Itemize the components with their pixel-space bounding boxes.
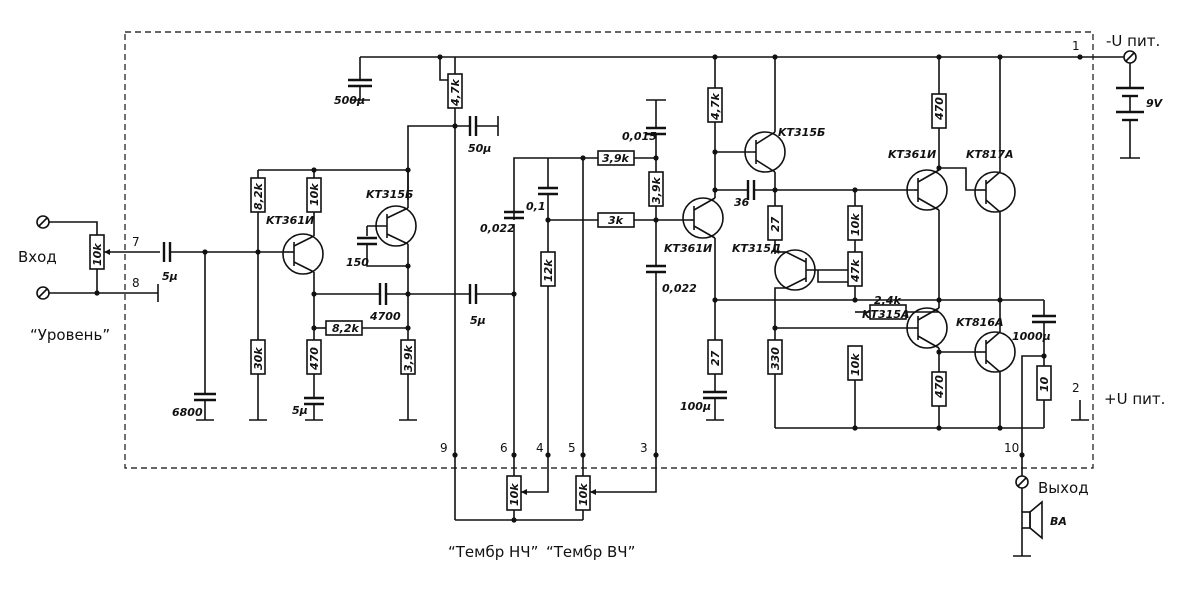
r22: 10 bbox=[1038, 376, 1051, 392]
q2-label: KT315Б bbox=[366, 188, 413, 201]
r5: 8,2k bbox=[332, 322, 359, 335]
bass-label: “Тембр НЧ” bbox=[448, 543, 538, 561]
transistor-q7 bbox=[974, 171, 1016, 213]
r8: 3,9k bbox=[602, 152, 629, 165]
r2: 10k bbox=[308, 183, 321, 206]
supply-plus-label: +U пит. bbox=[1104, 390, 1165, 408]
r11: 12k bbox=[542, 259, 555, 282]
r13: 27 bbox=[769, 216, 782, 232]
c8: 5μ bbox=[470, 314, 486, 327]
q7-label: KT817A bbox=[966, 148, 1014, 161]
preamp-stage bbox=[249, 123, 470, 421]
c4: 4700 bbox=[369, 310, 401, 323]
transistor-q1 bbox=[282, 233, 324, 275]
r19: 470 bbox=[933, 97, 946, 121]
c3: 150 bbox=[346, 256, 369, 269]
r14: 27 bbox=[709, 350, 722, 366]
q9-label: KT816A bbox=[956, 316, 1004, 329]
speaker-icon bbox=[1021, 511, 1031, 529]
r18: 330 bbox=[769, 347, 782, 370]
q8-label: KT315A bbox=[862, 308, 910, 321]
c11: 0,1 bbox=[526, 200, 546, 213]
r9: 3k bbox=[608, 214, 624, 227]
level-label: “Уровень” bbox=[30, 326, 110, 344]
r-level: 10k bbox=[91, 243, 104, 266]
c5: 5μ bbox=[292, 404, 308, 417]
r6: 3,9k bbox=[402, 345, 415, 372]
r17: 10k bbox=[849, 353, 862, 376]
c1: 5μ bbox=[162, 270, 178, 283]
r15: 10k bbox=[849, 213, 862, 236]
pin-1: 1 bbox=[1072, 39, 1080, 53]
pin-2: 2 bbox=[1072, 381, 1080, 395]
q6-label: KT361И bbox=[888, 148, 936, 161]
c6: 500μ bbox=[334, 94, 365, 107]
r12: 4,7k bbox=[709, 93, 722, 121]
input-section bbox=[36, 215, 285, 421]
transistor-q8 bbox=[906, 307, 948, 349]
pin-10: 10 bbox=[1004, 441, 1019, 455]
pin-3: 3 bbox=[640, 441, 648, 455]
q4-label: KT315Б bbox=[778, 126, 825, 139]
pin-8: 8 bbox=[132, 276, 140, 290]
r24: 10k bbox=[577, 483, 590, 506]
r10: 3,9k bbox=[650, 177, 663, 204]
output-label: Выход bbox=[1038, 479, 1089, 497]
c10: 0,022 bbox=[480, 222, 515, 235]
c9: 0,015 bbox=[622, 130, 657, 143]
terminals bbox=[1013, 50, 1144, 557]
transistor-q6 bbox=[906, 169, 948, 211]
pin-9: 9 bbox=[440, 441, 448, 455]
c15: 1000μ bbox=[1012, 330, 1051, 343]
c7: 50μ bbox=[468, 142, 491, 155]
r1: 8,2k bbox=[252, 183, 265, 210]
r23: 10k bbox=[508, 483, 521, 506]
pin-4: 4 bbox=[536, 441, 544, 455]
speaker-label: BA bbox=[1050, 515, 1067, 528]
r7: 4,7k bbox=[449, 79, 462, 107]
supply-rail bbox=[348, 54, 1124, 520]
power-stage bbox=[682, 57, 1089, 476]
board-outline bbox=[124, 31, 1094, 469]
c2: 6800 bbox=[172, 406, 203, 419]
q1-label: KT361И bbox=[266, 214, 314, 227]
input-label: Вход bbox=[18, 248, 57, 266]
pin-5: 5 bbox=[568, 441, 576, 455]
r4: 470 bbox=[308, 347, 321, 371]
c12: 0,022 bbox=[662, 282, 697, 295]
q3-label: KT361И bbox=[664, 242, 712, 255]
battery-voltage-label: 9V bbox=[1146, 97, 1164, 110]
r3: 30k bbox=[252, 347, 265, 370]
q5-label: KT315Д bbox=[732, 242, 781, 255]
tone-control bbox=[452, 99, 690, 523]
c14: 100μ bbox=[680, 400, 711, 413]
supply-minus-label: -U пит. bbox=[1106, 32, 1160, 50]
pin-6: 6 bbox=[500, 441, 508, 455]
pin-7: 7 bbox=[132, 235, 140, 249]
c13: 36 bbox=[734, 196, 750, 209]
treble-label: “Тембр ВЧ” bbox=[546, 543, 635, 561]
r21: 470 bbox=[933, 375, 946, 399]
r20: 2,4k bbox=[874, 294, 901, 307]
r16: 47k bbox=[849, 259, 862, 283]
transistor-q3 bbox=[682, 197, 724, 239]
